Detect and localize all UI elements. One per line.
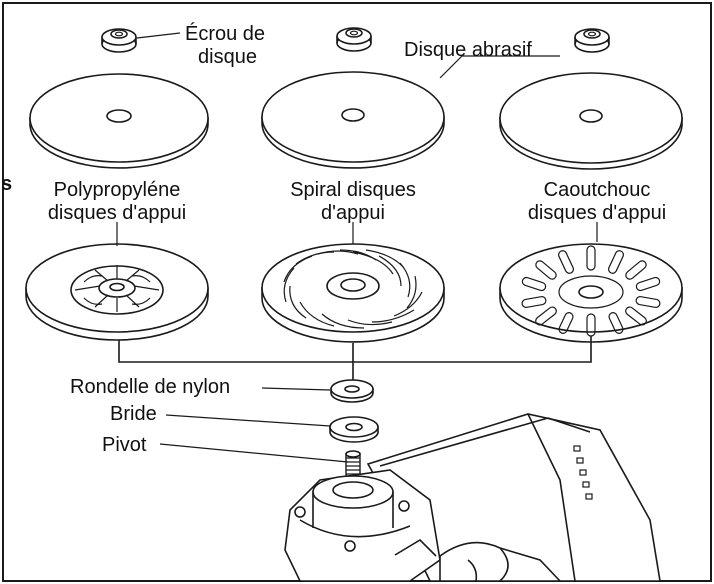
connector-bracket: [118, 336, 592, 380]
abrasive-disc-icon: [29, 73, 209, 169]
leader-line: [165, 414, 331, 427]
leader-line: [159, 443, 349, 463]
spiral-pad-label-line-2: d'appui: [321, 202, 385, 224]
nylon-washer-label: Rondelle de nylon: [70, 376, 230, 398]
leader-line: [439, 55, 560, 79]
leader-line: [261, 387, 331, 391]
flange-label: Bride: [110, 403, 157, 425]
nut-label-line-1: Écrou de: [185, 22, 265, 45]
abrasive-disc-icon: [261, 71, 445, 169]
leader-line: [136, 32, 181, 39]
stray-letter: s: [1, 173, 12, 195]
polypropylene-pad-label-line-2: disques d'appui: [48, 202, 186, 224]
abrasive-disc-label: Disque abrasif: [404, 39, 532, 61]
flange-icon: [329, 416, 379, 443]
polypropylene-pad-label-line-1: Polypropyléne: [54, 179, 181, 201]
backing-pad-icon: [25, 243, 209, 341]
washer-icon: [330, 379, 374, 403]
spindle-label: Pivot: [102, 434, 147, 456]
abrasive-disc-icon: [499, 72, 683, 170]
disc-nut-icon: [336, 27, 372, 52]
backing-pad-icon: [261, 243, 445, 343]
spiral-pad-label-line-1: Spiral disques: [290, 179, 416, 201]
nut-label-line-2: disque: [198, 46, 257, 68]
rubber-pad-label-line-1: Caoutchouc: [544, 179, 651, 201]
rubber-pad-label-line-2: disques d'appui: [528, 202, 666, 224]
disc-nut-icon: [574, 28, 610, 53]
backing-pad-icon: [499, 243, 683, 343]
angle-grinder-icon: [284, 413, 661, 582]
disc-nut-icon: [101, 28, 137, 53]
